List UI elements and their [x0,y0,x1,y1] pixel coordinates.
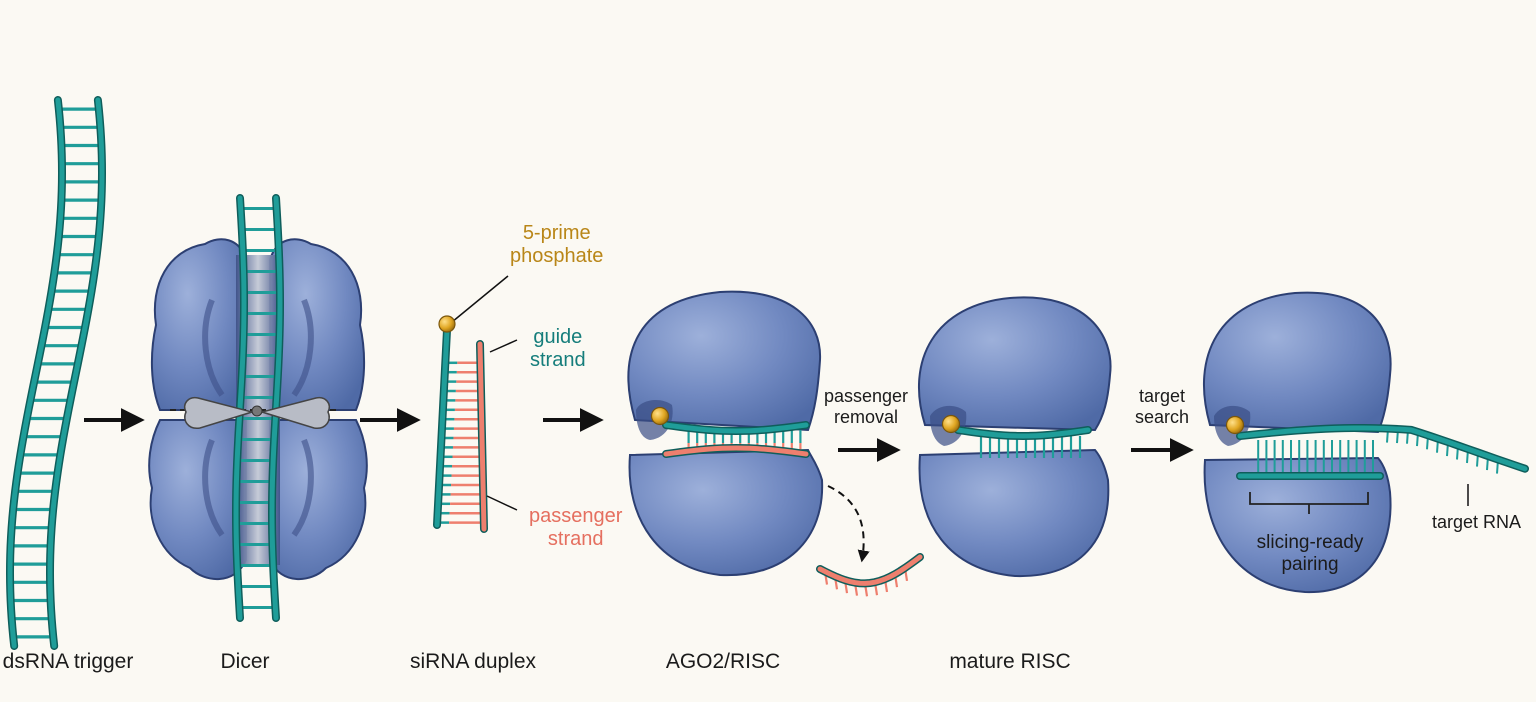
target-search-label-line: search [1134,407,1190,428]
phosphate-icon [941,414,961,434]
passenger-release-arrow [827,485,870,563]
stage-label-sirna: siRNA duplex [409,650,537,673]
passenger-removal-label-line: passenger [823,386,909,406]
dsrna-strand [47,97,105,649]
ago2-duplex [662,421,810,458]
phosphate-label-line: phosphate [510,245,604,267]
mature-risc-lower-lobe [918,448,1110,578]
dsrna-strand [7,97,65,649]
passenger-strand-label: passenger strand [529,505,622,551]
target-rna-strand [1237,425,1528,472]
target-rna-label: target RNA [1432,512,1522,532]
mature-risc-protein [917,296,1112,578]
mature-risc-upper-lobe [917,296,1112,432]
slicing-ready-label-line: pairing [1281,554,1339,576]
mature-guide [955,427,1091,439]
guide-strand-label-line: strand [530,349,586,371]
sirna-duplex [433,326,488,533]
released-passenger [817,554,923,586]
dicer-rna-strand [233,195,247,621]
scissors-icon [170,396,338,429]
stage-label-dsrna: dsRNA trigger [2,650,134,673]
guide-strand-label: guide strand [530,326,586,372]
ago2-guide [663,422,809,434]
slicing-bracket [1249,492,1369,514]
guide-strand-label-line: guide [533,326,583,348]
phosphate-icon [1225,415,1245,435]
stage-label-dicer: Dicer [220,650,270,673]
slicing-ready-label: slicing-ready pairing [1257,532,1364,577]
passenger-leader-line [486,495,518,511]
passenger-strand-label-line: strand [547,528,604,550]
target-pairing [1236,424,1529,480]
target-risc-protein [1202,291,1392,594]
passenger-removal-label: passenger removal [824,386,908,428]
dicer-lower-lobe [148,419,247,581]
target-risc-lower-lobe [1203,456,1392,594]
dicer-upper-lobe [150,238,247,411]
phosphate-label-line: 5-prime [522,222,591,244]
stage-label-ago2: AGO2/RISC [665,650,781,673]
ago2-protein [627,290,824,577]
dicer-dsrna-ladder [232,194,284,622]
ago2-upper-lobe [627,290,822,432]
ago2-passenger [663,445,809,457]
dicer-upper-lobe [269,238,366,411]
stage-label-mature: mature RISC [949,650,1071,673]
dsrna-trigger-helix [6,96,106,650]
passenger-strand-label-line: passenger [529,505,623,527]
guide-strand [434,327,450,528]
passenger-strand [477,341,487,532]
ago2-lower-lobe [628,448,824,577]
phosphate-icon [650,406,670,426]
slicing-ready-label-line: slicing-ready [1256,532,1364,553]
target-risc-upper-lobe [1202,291,1392,434]
target-search-label: target search [1135,386,1189,428]
dicer-lower-lobe [269,419,368,581]
passenger-removal-label-line: removal [833,407,899,428]
phosphate-icon [438,315,456,333]
phosphate-label: 5-prime phosphate [510,222,603,268]
guide-leader-line [489,339,518,353]
mature-guide-strand [954,426,1092,458]
phosphate-leader-line [451,275,509,323]
target-search-label-line: target [1138,386,1186,406]
released-passenger-strand [816,553,924,597]
